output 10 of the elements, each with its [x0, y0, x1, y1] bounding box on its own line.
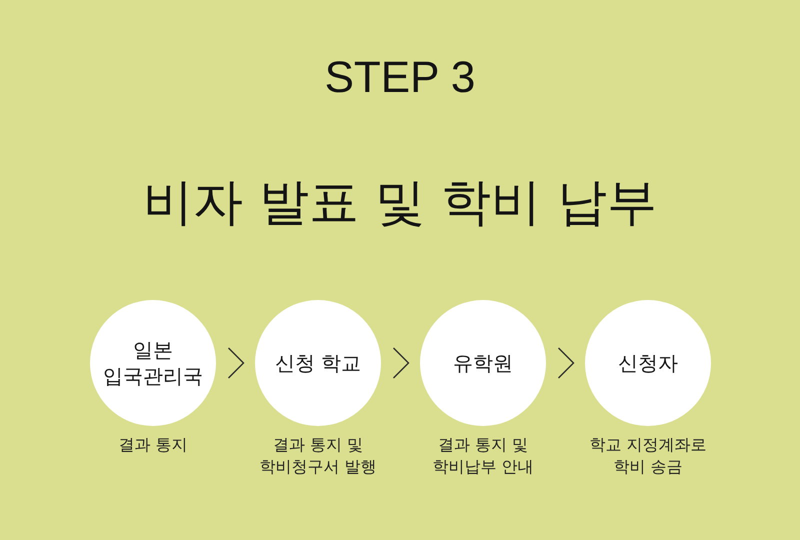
node-label: 유학원 [453, 350, 513, 376]
title: 비자 발표 및 학비 납부 [143, 172, 657, 233]
caption-text: 결과 통지 및 학비청구서 발행 [258, 434, 378, 478]
caption-text: 결과 통지 및 학비납부 안내 [431, 434, 535, 478]
caption-text: 학교 지정계좌로 학비 송금 [588, 434, 708, 478]
step-label: STEP 3 [324, 52, 476, 104]
node-label: 신청 학교 [274, 350, 362, 376]
node-label: 신청자 [618, 350, 678, 376]
node-label: 일본 입국관리국 [102, 337, 204, 389]
caption-text: 결과 통지 [118, 434, 188, 456]
